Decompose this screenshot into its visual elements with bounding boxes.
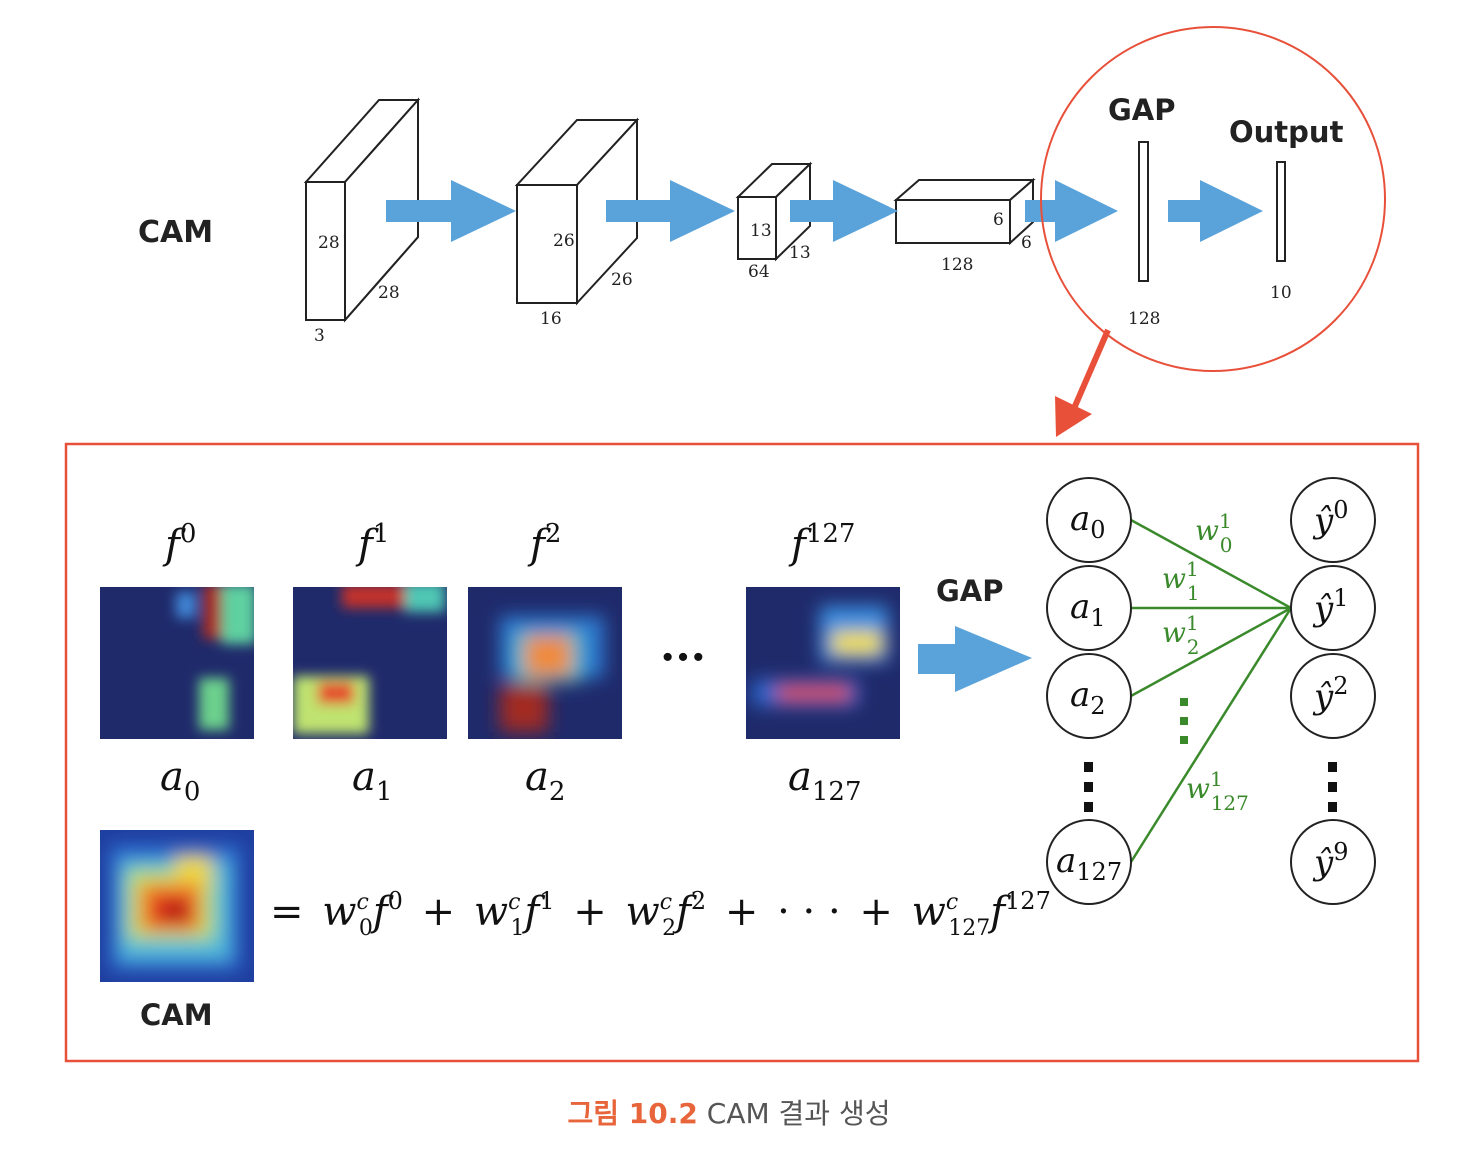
arrow-5	[1168, 180, 1263, 242]
svg-text:ŷ2: ŷ2	[1312, 672, 1349, 717]
output-vector	[1276, 161, 1286, 262]
node-y2	[1290, 653, 1376, 739]
dim-b4-h: 6	[993, 210, 1004, 230]
cam-heatmap	[100, 830, 254, 982]
output-top-label: Output	[1229, 115, 1344, 149]
a127-sub: 127	[812, 777, 862, 807]
a2-sub: 2	[549, 777, 566, 807]
weight-127-w: w	[1186, 772, 1210, 805]
svg-text:ŷ1: ŷ1	[1312, 584, 1349, 629]
dim-b3-d: 64	[748, 262, 770, 282]
a2-base: a	[525, 754, 549, 800]
a0-base: a	[160, 754, 184, 800]
heatmap-f1	[293, 587, 447, 739]
dim-b3-h: 13	[750, 221, 772, 241]
svg-text:a0: a0	[1070, 499, 1106, 544]
svg-text:a1: a1	[352, 754, 392, 807]
figure-caption-text: CAM 결과 생성	[706, 1097, 891, 1130]
svg-text:w12: w12	[1162, 611, 1199, 659]
dim-out: 10	[1270, 283, 1292, 303]
arrow-2	[606, 180, 735, 242]
dim-gap: 128	[1128, 309, 1160, 329]
dim-b2-h: 26	[553, 231, 575, 251]
dim-b1-h: 28	[318, 233, 340, 253]
right-ellipsis	[1328, 762, 1337, 812]
detail-box	[64, 442, 1420, 1063]
weight-1-w: w	[1162, 562, 1186, 595]
gap-top-label: GAP	[1108, 93, 1176, 127]
svg-text:f127: f127	[788, 519, 855, 568]
node-a2	[1046, 653, 1132, 739]
svg-text:a1: a1	[1070, 587, 1106, 632]
left-ellipsis	[1084, 762, 1093, 812]
node-y1	[1290, 565, 1376, 651]
arrow-1	[386, 180, 516, 242]
node-y9	[1290, 819, 1376, 905]
arrow-3	[790, 180, 898, 242]
svg-text:w11: w11	[1162, 557, 1199, 605]
svg-text:a0: a0	[160, 754, 200, 807]
dim-b4-d: 128	[941, 255, 973, 275]
svg-text:f2: f2	[527, 519, 561, 568]
weight-line-2	[1130, 606, 1292, 698]
heatmap-f2	[468, 587, 622, 739]
gap-label: GAP	[936, 574, 1004, 608]
weight-0-w: w	[1195, 514, 1219, 547]
weight-lines	[1129, 518, 1293, 863]
weight-line-0	[1130, 518, 1292, 610]
svg-text:a2: a2	[1070, 675, 1106, 720]
weight-line-127	[1129, 607, 1293, 863]
svg-text:f1: f1	[355, 519, 389, 568]
f127-sup: 127	[806, 519, 856, 549]
node-a1	[1046, 565, 1132, 651]
dim-b4-w: 6	[1021, 233, 1032, 253]
gap-vector	[1138, 141, 1149, 282]
heatmap-f127	[746, 587, 900, 739]
dim-b2-d: 16	[540, 309, 562, 329]
maps-ellipsis: ···	[660, 632, 706, 683]
svg-text:a127: a127	[1056, 841, 1122, 886]
f0-sup: 0	[180, 519, 197, 549]
cam-side-label: CAM	[138, 215, 213, 250]
weight-2-w: w	[1162, 616, 1186, 649]
dim-b2-w: 26	[611, 270, 633, 290]
svg-text:ŷ0: ŷ0	[1312, 496, 1349, 541]
weight-dots	[1180, 698, 1188, 744]
red-arrow-shaft	[1069, 328, 1111, 415]
svg-text:a2: a2	[525, 754, 565, 807]
figure-number: 그림 10.2	[567, 1097, 698, 1130]
f2-sup: 2	[545, 519, 562, 549]
node-a127	[1046, 819, 1132, 905]
heatmap-f0	[100, 587, 254, 739]
node-y0	[1290, 477, 1376, 563]
gap-arrow	[918, 626, 1032, 692]
figure-caption: 그림 10.2 CAM 결과 생성	[0, 1092, 1458, 1132]
highlight-circle	[1040, 26, 1386, 372]
node-a0	[1046, 477, 1132, 563]
conv-block-1	[303, 97, 421, 323]
arrow-4	[1025, 180, 1118, 242]
a1-sub: 1	[376, 777, 393, 807]
conv-block-4	[893, 177, 1036, 246]
red-arrow-head	[1055, 396, 1092, 437]
dim-b3-w: 13	[789, 243, 811, 263]
svg-text:f0: f0	[162, 519, 196, 568]
dim-b1-w: 28	[378, 283, 400, 303]
cam-label: CAM	[140, 998, 213, 1032]
svg-text:ŷ9: ŷ9	[1312, 838, 1349, 883]
a127-base: a	[788, 754, 812, 800]
svg-text:a127: a127	[788, 754, 862, 807]
svg-text:w10: w10	[1195, 509, 1232, 557]
f1-sup: 1	[373, 519, 390, 549]
a0-sub: 0	[184, 777, 201, 807]
a1-base: a	[352, 754, 376, 800]
dim-b1-d: 3	[314, 326, 325, 346]
